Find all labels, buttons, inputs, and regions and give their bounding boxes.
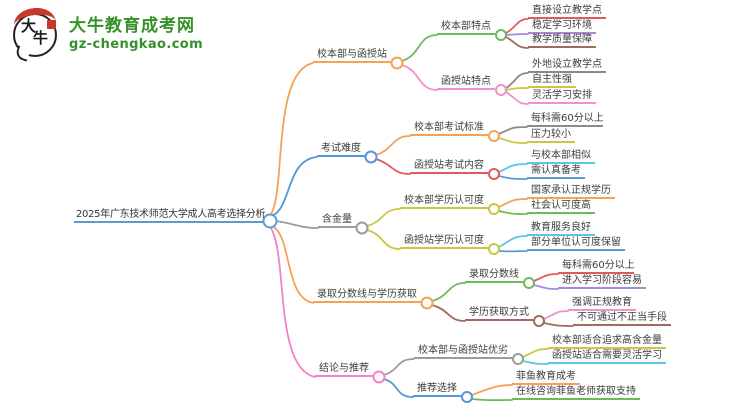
- joint-b3-c1: [533, 315, 545, 327]
- leaf-node: 教育服务良好: [527, 221, 595, 236]
- connector-b1-c0: [375, 135, 411, 156]
- leaf-node: 不可通过不正当手段: [573, 311, 671, 326]
- child-node-campus-features: 校本部特点: [437, 20, 495, 35]
- branch-node-score-and-degree: 录取分数线与学历获取: [313, 288, 421, 303]
- connector-b0-c1: [401, 64, 438, 91]
- leaf-node: 社会认可度高: [527, 199, 595, 214]
- joint-b3-c0: [523, 277, 535, 289]
- connector-b3-c1-l1: [543, 322, 574, 327]
- connector-b3-c1: [431, 304, 466, 322]
- child-node-station-features: 函授站特点: [437, 75, 495, 90]
- connector-b2-c1: [366, 229, 401, 250]
- joint-b2-c0: [488, 203, 500, 215]
- connector-b0-c1-l2: [505, 91, 529, 105]
- branch-node-exam-difficulty: 考试难度: [317, 142, 365, 157]
- joint-branch1: [364, 150, 378, 164]
- joint-b4-c0: [512, 353, 524, 365]
- leaf-node: 每科需60分以上: [558, 259, 635, 274]
- joint-b1-c1: [488, 168, 500, 180]
- connector-b4-c1-l1: [471, 398, 513, 402]
- connector-b0-c0: [401, 34, 438, 62]
- child-node-campus-exam-standard: 校本部考试标准: [410, 121, 488, 136]
- connector-b3-c0: [431, 282, 466, 302]
- joint-b2-c1: [488, 243, 500, 255]
- mindmap-root-node: 2025年广东技术师范大学成人高考选择分析: [74, 208, 265, 223]
- branch-node-conclusion: 结论与推荐: [315, 362, 373, 377]
- leaf-node: 直接设立教学点: [528, 4, 606, 19]
- joint-root: [262, 213, 278, 229]
- leaf-node: 压力较小: [527, 128, 575, 143]
- joint-branch4: [372, 370, 386, 384]
- site-name: 大牛教育成考网: [69, 16, 195, 36]
- connector-b0-c0-l2: [505, 36, 529, 49]
- connector-b4-c0-l1: [522, 360, 549, 365]
- connector-b0-c1-l0: [505, 72, 529, 89]
- connector-b1-c0-l0: [498, 126, 528, 135]
- connector-b1-c1-l1: [498, 175, 528, 180]
- leaf-node: 菲鱼教育成考: [512, 370, 580, 385]
- connector-b0-c0-l0: [505, 18, 529, 34]
- child-node-pros-cons: 校本部与函授站优劣: [414, 344, 512, 359]
- leaf-node: 与校本部相似: [527, 149, 595, 164]
- logo-seal-icon: [47, 20, 56, 29]
- leaf-node: 部分单位认可度保留: [527, 236, 625, 251]
- leaf-node: 教学质量保障: [528, 33, 596, 48]
- joint-branch0: [390, 56, 404, 70]
- child-node-campus-recognition: 校本部学历认可度: [400, 194, 488, 209]
- connector-b2-c0-l0: [498, 198, 528, 208]
- child-node-degree-method: 学历获取方式: [465, 306, 533, 321]
- joint-branch3: [420, 296, 434, 310]
- child-node-station-exam-content: 函授站考试内容: [410, 159, 488, 174]
- logo-char-niu: 牛: [33, 29, 49, 47]
- branch-node-value: 含金量: [318, 213, 356, 228]
- connector-b3-c0-l1: [533, 284, 559, 290]
- connector-root-branch4: [270, 227, 316, 378]
- connector-b4-c0: [383, 358, 415, 376]
- connector-b4-c0-l0: [522, 348, 549, 358]
- leaf-node: 进入学习阶段容易: [558, 274, 646, 289]
- leaf-node: 强调正规教育: [568, 296, 636, 311]
- leaf-node: 外地设立教学点: [528, 58, 606, 73]
- connector-root-branch3: [271, 225, 314, 304]
- logo-text: 大牛教育成考网 gz-chengkao.com: [69, 15, 203, 53]
- leaf-node: 需认真备考: [527, 164, 585, 179]
- connector-b0-c0-l1: [505, 33, 529, 36]
- branch-node-campus-vs-station: 校本部与函授站: [313, 48, 391, 63]
- child-node-admission-score: 录取分数线: [465, 268, 523, 283]
- child-node-recommendation: 推荐选择: [413, 382, 461, 397]
- connector-root-branch0: [270, 62, 314, 215]
- joint-b4-c1: [461, 391, 473, 403]
- joint-branch2: [355, 221, 369, 235]
- leaf-node: 校本部适合追求高含金量: [548, 334, 666, 349]
- leaf-node: 稳定学习环境: [528, 19, 596, 34]
- leaf-node: 国家承认正规学历: [527, 184, 615, 199]
- site-url: gz-chengkao.com: [69, 37, 204, 52]
- connector-b0-c1-l1: [505, 87, 529, 91]
- connector-b2-c0: [366, 208, 401, 227]
- connector-b3-c0-l0: [533, 273, 559, 282]
- joint-b0-c1: [495, 84, 507, 96]
- logo-bull-icon: 大 牛: [12, 5, 60, 62]
- leaf-node: 灵活学习安排: [528, 89, 596, 104]
- site-logo[interactable]: 大 牛 大牛教育成考网 gz-chengkao.com: [12, 5, 203, 62]
- leaf-node: 在线咨询菲鱼老师获取支持: [512, 385, 640, 400]
- connector-b1-c0-l1: [498, 137, 528, 144]
- logo-char-da: 大: [21, 17, 37, 35]
- leaf-node: 每科需60分以上: [527, 112, 604, 127]
- connector-b4-c1-l0: [471, 384, 513, 396]
- child-node-station-recognition: 函授站学历认可度: [400, 234, 488, 249]
- joint-b0-c0: [495, 29, 507, 41]
- connector-b1-c1-l0: [498, 163, 528, 173]
- leaf-node: 函授站适合需要灵活学习: [548, 349, 666, 364]
- connector-root-branch1: [271, 156, 318, 217]
- leaf-node: 自主性强: [528, 73, 576, 88]
- connector-b2-c0-l1: [498, 210, 528, 215]
- connector-b2-c1-l0: [498, 235, 528, 248]
- connector-root-branch2: [275, 220, 319, 229]
- connector-b1-c1: [375, 158, 411, 175]
- connector-b4-c1: [383, 378, 414, 398]
- joint-b1-c0: [488, 130, 500, 142]
- connector-b3-c1-l0: [543, 310, 569, 320]
